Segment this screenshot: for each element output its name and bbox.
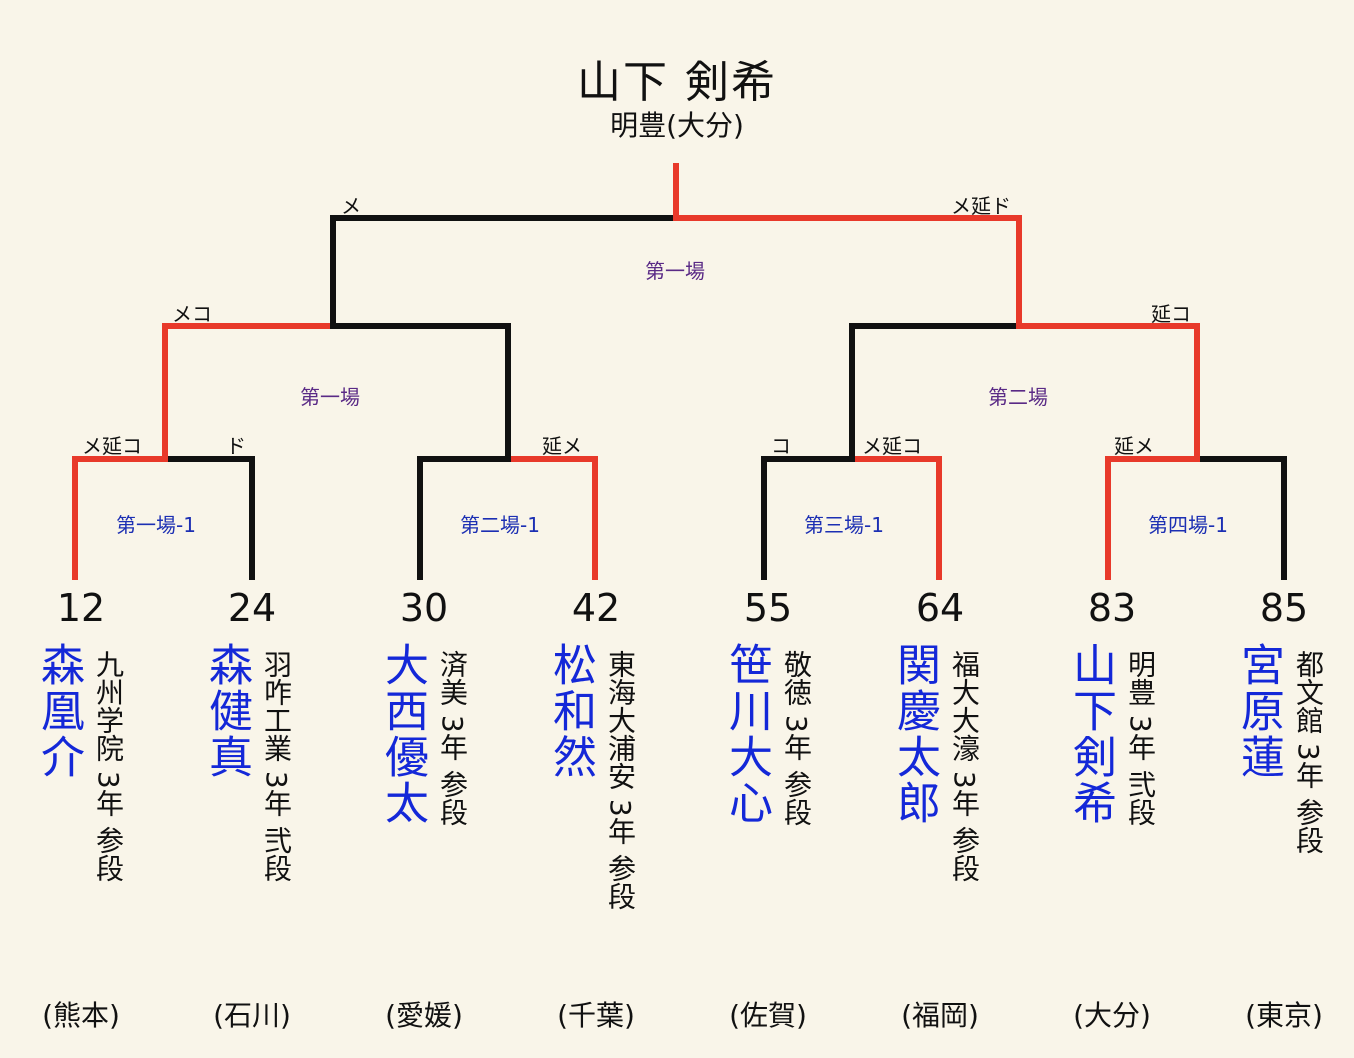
player-name: 森健真 xyxy=(201,642,252,780)
player-info: 済美 3年 参段 xyxy=(436,650,469,826)
player-seed: 42 xyxy=(571,586,621,630)
player-prefecture: (愛媛) xyxy=(385,999,463,1032)
bracket-line-sf2-left xyxy=(849,323,1022,462)
player-seed: 55 xyxy=(743,586,793,630)
player-prefecture: (千葉) xyxy=(557,999,635,1032)
bracket-line-qf2-right xyxy=(505,456,598,580)
player-seed: 30 xyxy=(399,586,449,630)
player-prefecture: (佐賀) xyxy=(729,999,807,1032)
technique-qf3-right: メ延コ xyxy=(862,434,922,458)
bracket-line-qf1-right xyxy=(162,456,255,580)
bracket-line-qf4-left xyxy=(1105,456,1200,580)
player-seed: 83 xyxy=(1087,586,1137,630)
venue-semi-right: 第二場 xyxy=(988,385,1048,409)
player-info: 敬徳 3年 参段 xyxy=(780,650,813,826)
player-name: 大西優太 xyxy=(377,642,428,826)
bracket-line-sf2-right xyxy=(1016,323,1200,462)
player-prefecture: (熊本) xyxy=(42,999,120,1032)
player-name: 宮原蓮 xyxy=(1233,642,1284,780)
technique-qf2-right: 延メ xyxy=(542,434,582,458)
technique-semi-right: 延コ xyxy=(1151,302,1191,326)
bracket-line-sf1-left xyxy=(162,323,336,462)
venue-semi-left: 第一場 xyxy=(300,385,360,409)
champion-school: 明豊(大分) xyxy=(610,109,744,142)
player-info: 福大大濠 3年 参段 xyxy=(948,650,981,882)
bracket-line-qf4-right xyxy=(1194,456,1287,580)
player-prefecture: (東京) xyxy=(1245,999,1323,1032)
technique-qf1-right: ド xyxy=(226,434,246,458)
player-info: 明豊 3年 弐段 xyxy=(1124,650,1157,826)
venue-qf1: 第一場-1 xyxy=(116,513,196,537)
player-name: 関慶太郎 xyxy=(889,642,940,826)
player-seed: 12 xyxy=(56,586,106,630)
player-info: 九州学院 3年 参段 xyxy=(92,650,125,882)
technique-qf3-left: コ xyxy=(771,434,791,458)
bracket-line-qf2-left xyxy=(417,456,511,580)
bracket-line-qf3-right xyxy=(849,456,942,580)
venue-final: 第一場 xyxy=(645,259,705,283)
technique-final-right: メ延ド xyxy=(951,194,1011,218)
venue-qf2: 第二場-1 xyxy=(460,513,540,537)
player-prefecture: (大分) xyxy=(1073,999,1151,1032)
bracket-line-final-left xyxy=(330,215,679,329)
player-prefecture: (福岡) xyxy=(901,999,979,1032)
technique-semi-left: メコ xyxy=(172,302,212,326)
player-name: 松和然 xyxy=(545,642,596,780)
venue-qf3: 第三場-1 xyxy=(804,513,884,537)
bracket-line-qf3-left xyxy=(761,456,855,580)
champion-name: 山下 剣希 xyxy=(577,57,777,108)
player-name: 森凰介 xyxy=(33,642,84,780)
bracket-line-final-right xyxy=(673,215,1022,329)
player-prefecture: (石川) xyxy=(213,999,291,1032)
player-info: 都文館 3年 参段 xyxy=(1292,650,1325,854)
technique-qf1-left: メ延コ xyxy=(82,434,142,458)
player-info: 東海大浦安 3年 参段 xyxy=(604,650,637,910)
venue-qf4: 第四場-1 xyxy=(1148,513,1228,537)
technique-qf4-left: 延メ xyxy=(1114,434,1154,458)
player-name: 笹川大心 xyxy=(721,642,772,826)
player-seed: 85 xyxy=(1259,586,1309,630)
bracket-line-qf1-left xyxy=(72,456,168,580)
player-name: 山下剣希 xyxy=(1065,642,1116,826)
technique-final-left: メ xyxy=(341,194,361,218)
player-seed: 24 xyxy=(227,586,277,630)
player-info: 羽咋工業 3年 弐段 xyxy=(260,650,293,882)
bracket-line-sf1-right xyxy=(330,323,511,462)
player-seed: 64 xyxy=(915,586,965,630)
